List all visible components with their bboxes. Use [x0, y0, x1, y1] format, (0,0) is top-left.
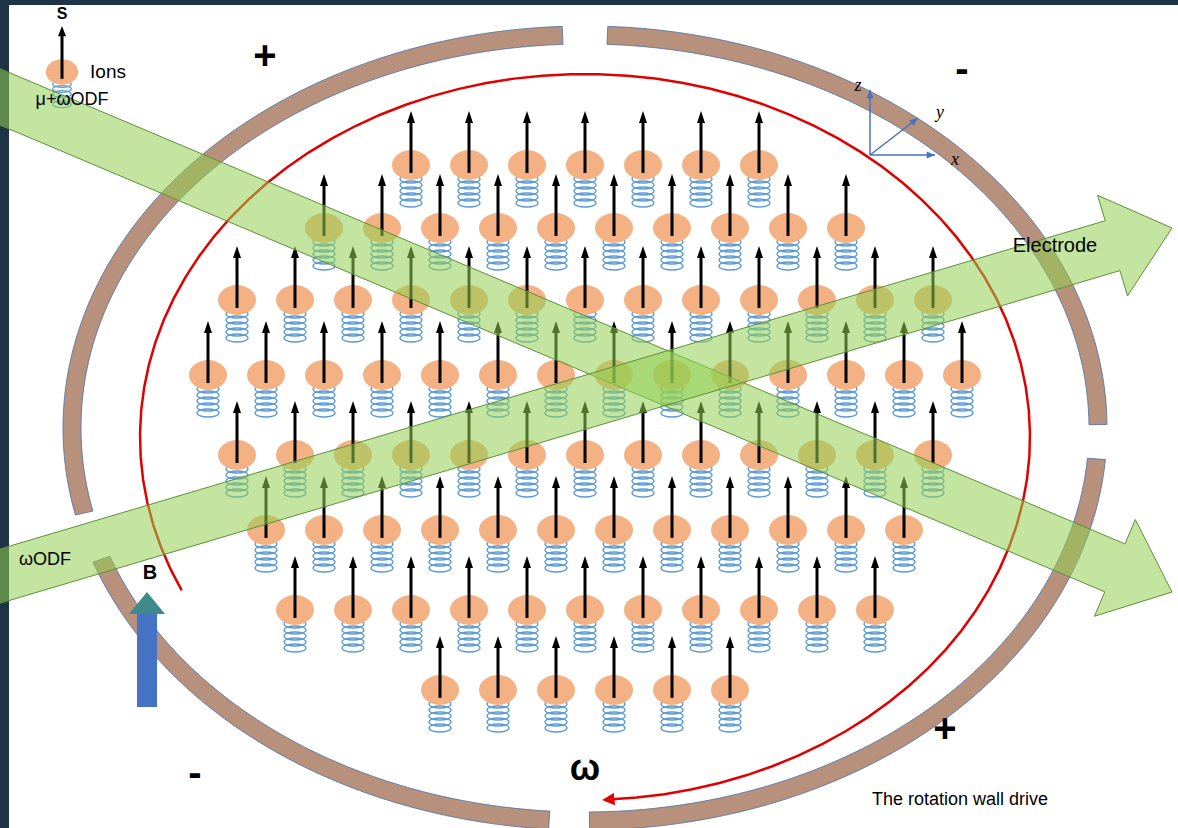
ion [943, 321, 981, 417]
ion [334, 556, 372, 652]
ions-label: Ions [90, 62, 126, 83]
ion [479, 476, 517, 572]
axis-label: z [854, 76, 861, 96]
ion [479, 174, 517, 270]
ion [740, 111, 778, 207]
ion [392, 556, 430, 652]
beam-frequency: μ+ωODF [36, 90, 109, 110]
ion [682, 246, 720, 342]
ion [798, 556, 836, 652]
ion [624, 556, 662, 652]
axis-label: x [951, 150, 959, 170]
ion [595, 476, 633, 572]
ion [856, 556, 894, 652]
ion [711, 476, 749, 572]
ion [537, 174, 575, 270]
ion [711, 174, 749, 270]
ion [827, 174, 865, 270]
ion [537, 636, 575, 732]
ion [653, 174, 691, 270]
b-field-arrow-head [129, 592, 165, 614]
ion [566, 556, 604, 652]
electrode-label: Electrode [1013, 234, 1098, 256]
ion [595, 174, 633, 270]
ion [276, 246, 314, 342]
beam-frequency: ωODF [19, 550, 71, 570]
ion [653, 636, 691, 732]
ion [653, 476, 691, 572]
ion [305, 321, 343, 417]
ion [421, 476, 459, 572]
ion [450, 556, 488, 652]
ion [508, 556, 546, 652]
ion [827, 476, 865, 572]
ion [595, 636, 633, 732]
ion [189, 321, 227, 417]
ion [218, 246, 256, 342]
ion [450, 111, 488, 207]
axes [866, 90, 935, 159]
ion [247, 321, 285, 417]
ion [740, 556, 778, 652]
electrode-polarity: + [253, 33, 276, 77]
electrode-polarity: - [188, 750, 201, 794]
ion [392, 111, 430, 207]
electrode [93, 556, 550, 828]
ion [624, 111, 662, 207]
laser-beam [0, 56, 1172, 616]
electrode-polarity: + [933, 706, 956, 750]
ion [421, 636, 459, 732]
ion [682, 556, 720, 652]
ion [479, 636, 517, 732]
ion [363, 321, 401, 417]
ion [711, 636, 749, 732]
ion [508, 111, 546, 207]
rotation-arrow [140, 74, 1030, 799]
ion [276, 556, 314, 652]
rotation-wall-label: The rotation wall drive [872, 790, 1048, 810]
ion [682, 111, 720, 207]
axis-label: y [936, 103, 944, 123]
b-field-arrow [137, 612, 157, 707]
ion [769, 476, 807, 572]
laser-beam [0, 195, 1172, 613]
ion [769, 174, 807, 270]
rotation-frequency: ω [570, 748, 600, 788]
spin-label: S [57, 5, 68, 23]
ion [566, 111, 604, 207]
field-label: B [143, 561, 157, 583]
ion [537, 476, 575, 572]
electrode-polarity: - [955, 46, 968, 90]
ion [624, 246, 662, 342]
ion [421, 321, 459, 417]
